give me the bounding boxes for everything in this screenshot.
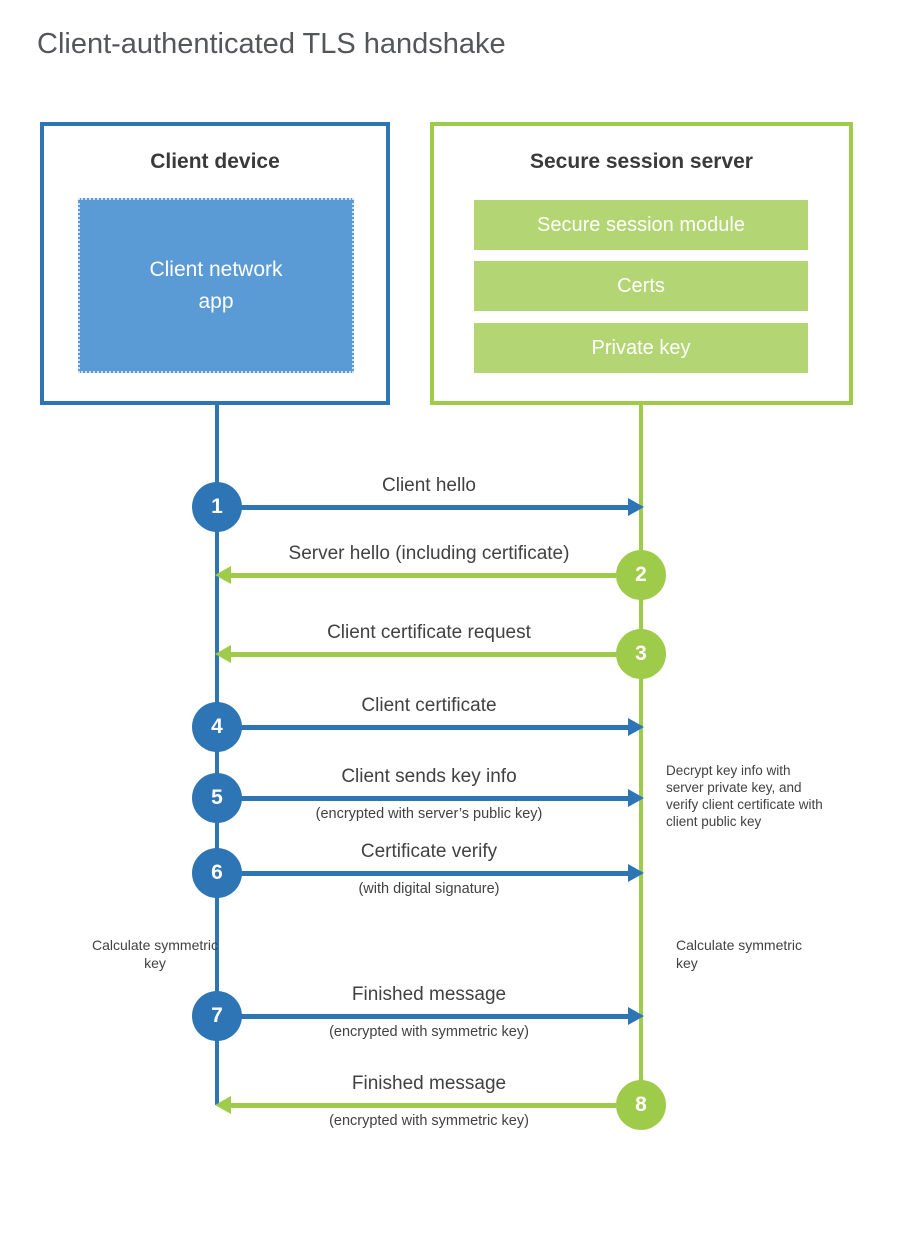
step-1-number: 1 — [211, 495, 223, 518]
step-6-badge: 6 — [192, 848, 242, 898]
step-3-number: 3 — [635, 642, 647, 665]
step-7-label: Finished message — [351, 984, 507, 1005]
step-4-badge: 4 — [192, 702, 242, 752]
step-7-number: 7 — [211, 1004, 223, 1027]
arrow-right-icon — [628, 1007, 644, 1025]
client-lifeline — [215, 405, 219, 1105]
client-network-app-label: Client network app — [149, 258, 283, 313]
step-5-badge: 5 — [192, 773, 242, 823]
arrow-left-icon — [215, 566, 231, 584]
step-6-label: Certificate verify — [360, 841, 498, 862]
step-8-arrow — [231, 1103, 616, 1108]
server-module-certs: Certs — [474, 261, 808, 311]
step-5-arrow — [217, 796, 628, 801]
step-7-badge: 7 — [192, 991, 242, 1041]
step-2-badge: 2 — [616, 550, 666, 600]
client-device-box: Client device Client network app — [40, 122, 390, 405]
arrow-right-icon — [628, 498, 644, 516]
server-lifeline — [639, 405, 643, 1107]
step-2-arrow — [231, 573, 616, 578]
step-6-sublabel: (with digital signature) — [358, 881, 500, 897]
step-4-arrow — [217, 725, 628, 730]
step-7-arrow — [217, 1014, 628, 1019]
step-4-number: 4 — [211, 715, 223, 738]
server-module-secure-session-module: Secure session module — [474, 200, 808, 250]
secure-session-server-title: Secure session server — [530, 150, 753, 173]
step-8-badge: 8 — [616, 1080, 666, 1130]
arrow-right-icon — [628, 718, 644, 736]
step-5-sublabel: (encrypted with server’s public key) — [315, 806, 543, 822]
client-network-app-box: Client network app — [78, 198, 354, 373]
step-8-label: Finished message — [351, 1073, 507, 1094]
step-2-number: 2 — [635, 563, 647, 586]
decrypt-note: Decrypt key info with server private key… — [666, 763, 823, 829]
step-5-number: 5 — [211, 786, 223, 809]
step-1-badge: 1 — [192, 482, 242, 532]
calculate-symmetric-key-note-client: Calculate symmetric key — [91, 937, 219, 971]
step-6-number: 6 — [211, 861, 223, 884]
step-1-arrow — [217, 505, 628, 510]
step-3-badge: 3 — [616, 629, 666, 679]
step-3-arrow — [231, 652, 616, 657]
step-1-label: Client hello — [382, 475, 476, 496]
client-device-title: Client device — [150, 150, 280, 173]
step-4-label: Client certificate — [361, 695, 497, 716]
calculate-symmetric-key-note-server: Calculate symmetric key — [676, 937, 803, 971]
step-2-label: Server hello (including certificate) — [288, 543, 570, 564]
arrow-right-icon — [628, 789, 644, 807]
step-7-sublabel: (encrypted with symmetric key) — [329, 1024, 529, 1040]
step-3-label: Client certificate request — [327, 622, 531, 643]
step-5-label: Client sends key info — [341, 766, 517, 787]
arrow-right-icon — [628, 864, 644, 882]
server-module-private-key: Private key — [474, 323, 808, 373]
secure-session-server-box: Secure session server Secure session mod… — [430, 122, 853, 405]
step-8-sublabel: (encrypted with symmetric key) — [329, 1113, 529, 1129]
page-title: Client-authenticated TLS handshake — [37, 28, 506, 60]
arrow-left-icon — [215, 1096, 231, 1114]
step-8-number: 8 — [635, 1093, 647, 1116]
arrow-left-icon — [215, 645, 231, 663]
step-6-arrow — [217, 871, 628, 876]
